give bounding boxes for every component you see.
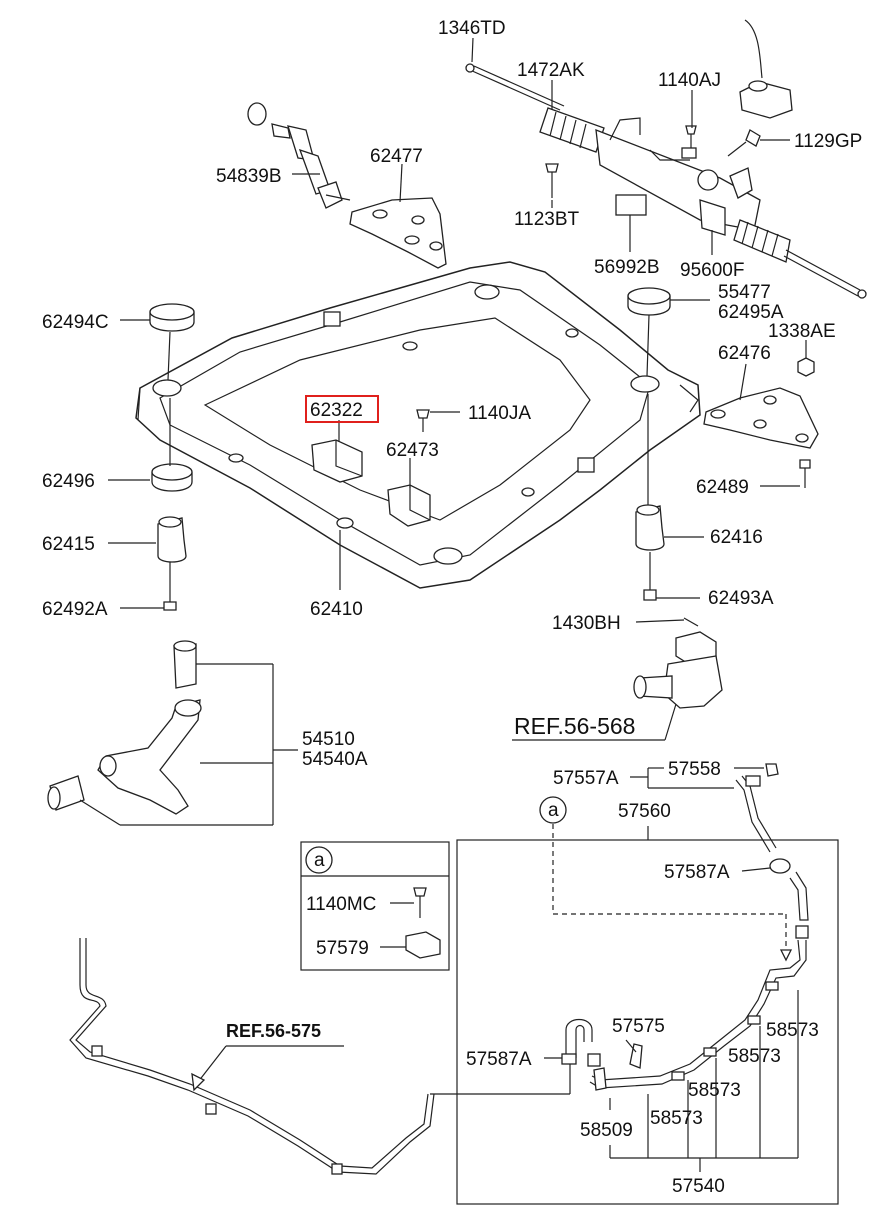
label-ref-56-568[interactable]: REF.56-568 <box>514 713 635 739</box>
label-54540A[interactable]: 54540A <box>302 749 368 770</box>
label-1472AK[interactable]: 1472AK <box>517 60 585 81</box>
screw-1140MC <box>413 887 427 918</box>
part-labels: 1346TD 1472AK 1140AJ 1129GP 62477 54839B… <box>42 18 862 1197</box>
bushing-62416 <box>635 504 665 551</box>
label-62494C[interactable]: 62494C <box>42 312 109 333</box>
bushing-62415 <box>157 516 187 563</box>
bushing-55477 <box>627 287 671 316</box>
bolt-62492A <box>163 582 177 611</box>
label-62410[interactable]: 62410 <box>310 599 363 620</box>
label-57587A-top[interactable]: 57587A <box>664 862 730 883</box>
label-62473[interactable]: 62473 <box>386 440 439 461</box>
label-95600F[interactable]: 95600F <box>680 260 744 281</box>
power-steering-sensor <box>739 19 793 119</box>
bolt-1123BT <box>545 163 559 198</box>
bracket-62476 <box>703 387 819 449</box>
nut-1338AE <box>797 357 815 377</box>
label-1346TD[interactable]: 1346TD <box>438 18 506 39</box>
label-1129GP[interactable]: 1129GP <box>794 131 862 152</box>
return-tube-ref-56-575 <box>69 938 435 1175</box>
label-57587A-low[interactable]: 57587A <box>466 1049 532 1070</box>
label-58573-a[interactable]: 58573 <box>766 1020 819 1041</box>
leader-lines <box>79 37 807 1172</box>
bolt-1140JA <box>416 409 430 432</box>
label-62476[interactable]: 62476 <box>718 343 771 364</box>
label-57540[interactable]: 57540 <box>672 1176 725 1197</box>
label-54510[interactable]: 54510 <box>302 729 355 750</box>
label-58509[interactable]: 58509 <box>580 1120 633 1141</box>
pipe-57558 <box>735 763 779 853</box>
label-1123BT[interactable]: 1123BT <box>514 209 580 230</box>
ball-joint-ref-56-568 <box>633 617 723 709</box>
label-55477[interactable]: 55477 <box>718 282 771 303</box>
steering-gear-box-95600F <box>465 63 867 299</box>
detail-box-a <box>300 841 450 971</box>
label-62495A[interactable]: 62495A <box>718 302 784 323</box>
label-57558[interactable]: 57558 <box>668 759 721 780</box>
label-1430BH[interactable]: 1430BH <box>552 613 621 634</box>
label-1338AE[interactable]: 1338AE <box>768 321 836 342</box>
bracket-62322 <box>311 439 363 483</box>
bushing-62496 <box>151 463 193 492</box>
label-62322[interactable]: 62322 <box>310 400 363 421</box>
label-57579[interactable]: 57579 <box>316 938 369 959</box>
label-62415[interactable]: 62415 <box>42 534 95 555</box>
label-62493A[interactable]: 62493A <box>708 588 774 609</box>
label-58573-c[interactable]: 58573 <box>688 1080 741 1101</box>
bolt-62493A <box>643 570 657 601</box>
label-1140MC[interactable]: 1140MC <box>306 894 376 915</box>
label-62496[interactable]: 62496 <box>42 471 95 492</box>
label-57557A[interactable]: 57557A <box>553 768 619 789</box>
label-ref-56-575[interactable]: REF.56-575 <box>226 1021 321 1041</box>
circle-a-detail <box>305 846 333 874</box>
label-58573-d[interactable]: 58573 <box>650 1108 703 1129</box>
clip-57579 <box>405 931 441 959</box>
circle-a-detail-label: a <box>314 850 325 871</box>
circle-a-marker <box>539 796 567 824</box>
subframe-62410 <box>135 261 701 589</box>
label-57575[interactable]: 57575 <box>612 1016 665 1037</box>
label-1140JA[interactable]: 1140JA <box>468 403 531 424</box>
lower-control-arm-54510 <box>47 640 202 815</box>
label-62477[interactable]: 62477 <box>370 146 423 167</box>
label-54839B[interactable]: 54839B <box>216 166 282 187</box>
label-62492A[interactable]: 62492A <box>42 599 108 620</box>
oil-cooler-tubes-57540 <box>561 858 809 1091</box>
bolt-1129GP <box>727 129 761 157</box>
label-56992B[interactable]: 56992B <box>594 257 660 278</box>
label-58573-b[interactable]: 58573 <box>728 1046 781 1067</box>
label-56992B-plate <box>615 194 647 216</box>
label-57560[interactable]: 57560 <box>618 801 671 822</box>
bracket-62477 <box>349 197 447 269</box>
highlight-box <box>305 395 379 423</box>
circle-a-label: a <box>548 800 559 821</box>
bolt-62489 <box>799 459 811 488</box>
bushing-62494C <box>149 303 195 332</box>
label-62489[interactable]: 62489 <box>696 477 749 498</box>
stabilizer-link-54839B <box>247 102 351 209</box>
label-62416[interactable]: 62416 <box>710 527 763 548</box>
label-1140AJ[interactable]: 1140AJ <box>658 70 721 91</box>
bolt-1140AJ <box>681 125 697 159</box>
